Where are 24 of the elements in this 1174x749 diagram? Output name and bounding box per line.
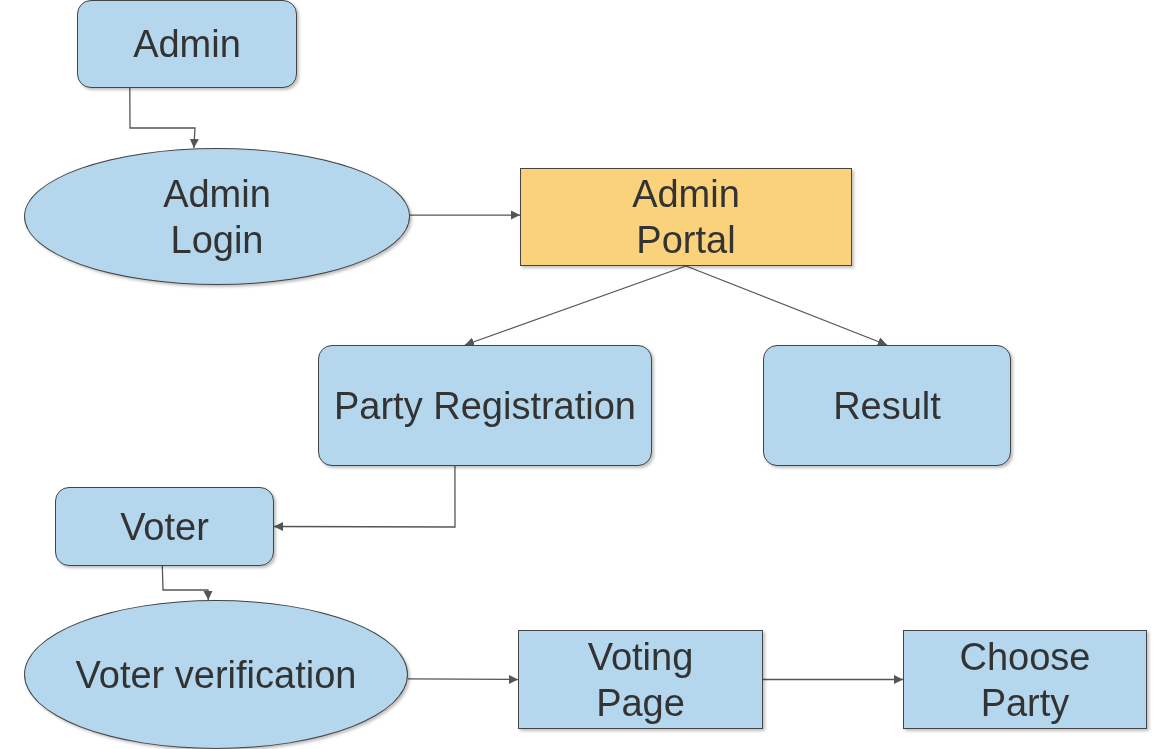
box-label: Result [833,383,941,429]
box-label: Admin [133,22,241,67]
box-label: Voting Page [586,634,695,726]
arrow [409,210,521,220]
process-box [77,0,297,88]
arrow [464,265,687,347]
arrow [273,465,456,532]
box-label: Voter verification [75,652,357,698]
box-label: Voter [120,504,209,550]
arrow [685,265,888,346]
process-box [520,168,852,266]
box-label: Choose Party [958,634,1092,726]
arrow [129,87,199,149]
process-box [318,345,652,466]
process-box [903,630,1147,729]
box-label: Party Registration [334,383,636,429]
process-box [55,487,274,566]
arrow [762,674,904,685]
arrow [407,674,519,684]
arrow [161,565,213,601]
box-label: Admin Login [162,171,272,263]
process-box [518,630,763,729]
box-label: Admin Portal [631,172,741,263]
process-box [763,345,1011,466]
